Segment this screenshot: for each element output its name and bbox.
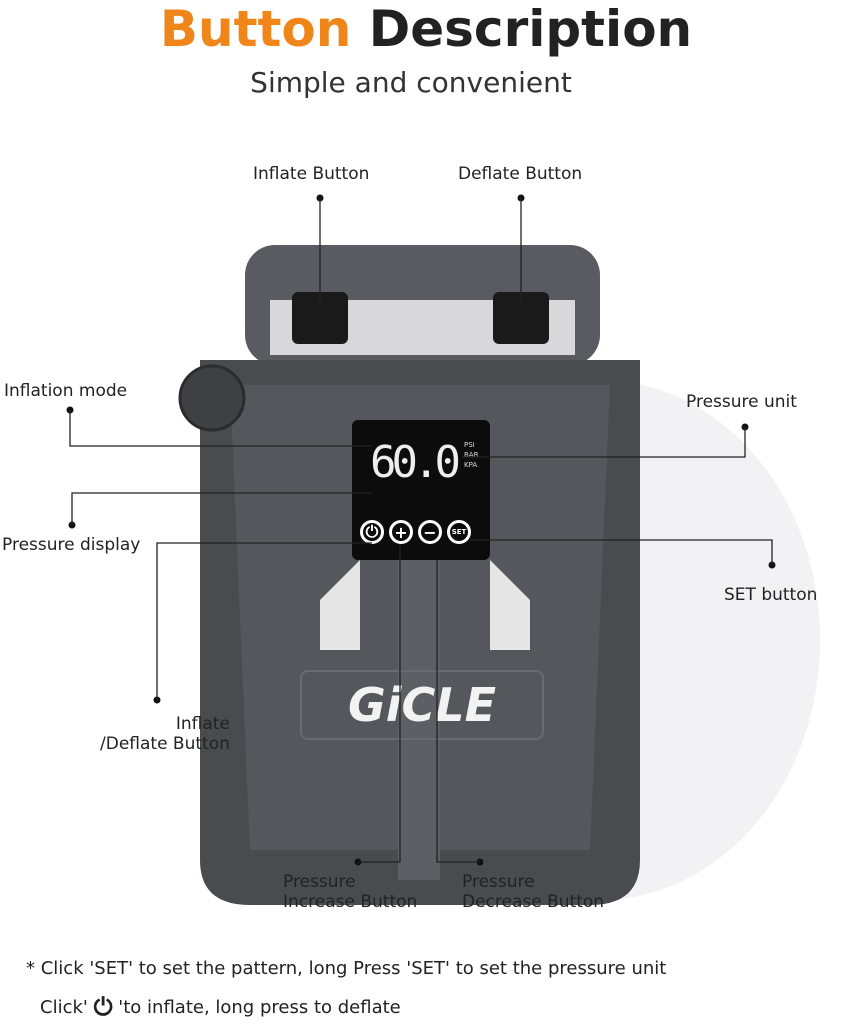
label-pressure-display: Pressure display [2, 535, 141, 555]
unit-kpa: KPA [464, 461, 478, 469]
title-highlight: Button [159, 0, 352, 58]
label-pressure-increase: Pressure Increase Button [283, 872, 417, 912]
label-pressure-increase-line1: Pressure [283, 872, 356, 892]
note-power: Click' ⏻ 'to inflate, long press to defl… [40, 993, 401, 1021]
unit-list: PSI BAR KPA [464, 440, 488, 470]
label-pressure-decrease-line1: Pressure [462, 872, 535, 892]
note-power-prefix: Click' [40, 997, 88, 1018]
label-set-button: SET button [724, 585, 818, 605]
page-title: Button Description [0, 0, 852, 58]
title-rest: Description [368, 0, 693, 58]
pressure-display: 60.0 PSI BAR KPA ⏻ + − SET [352, 420, 490, 560]
label-deflate-button: Deflate Button [458, 164, 583, 184]
brand-logo: GiCLE [300, 670, 544, 740]
note-power-suffix: 'to inflate, long press to deflate [118, 997, 401, 1018]
unit-psi: PSI [464, 441, 475, 449]
inflate-valve [292, 292, 348, 344]
deflate-valve [493, 292, 549, 344]
label-inflation-mode: Inflation mode [4, 381, 128, 401]
power-icon: ⏻ [93, 993, 113, 1021]
unit-bar: BAR [464, 451, 479, 459]
display-value: 60.0 [370, 437, 461, 488]
minus-button[interactable]: − [418, 520, 442, 544]
set-button[interactable]: SET [447, 520, 471, 544]
subtitle: Simple and convenient [250, 66, 572, 99]
label-pressure-increase-line2: Increase Button [283, 892, 418, 912]
plus-button[interactable]: + [389, 520, 413, 544]
label-inflate-deflate-line2: /Deflate Button [100, 734, 230, 754]
label-pressure-decrease: Pressure Decrease Button [462, 872, 604, 912]
label-pressure-decrease-line2: Decrease Button [462, 892, 605, 912]
note-set: * Click 'SET' to set the pattern, long P… [26, 958, 667, 979]
label-inflate-deflate-line1: Inflate [175, 714, 230, 734]
label-inflate-button: Inflate Button [253, 164, 370, 184]
label-pressure-unit: Pressure unit [686, 392, 797, 412]
label-inflate-deflate: Inflate /Deflate Button [100, 714, 230, 754]
